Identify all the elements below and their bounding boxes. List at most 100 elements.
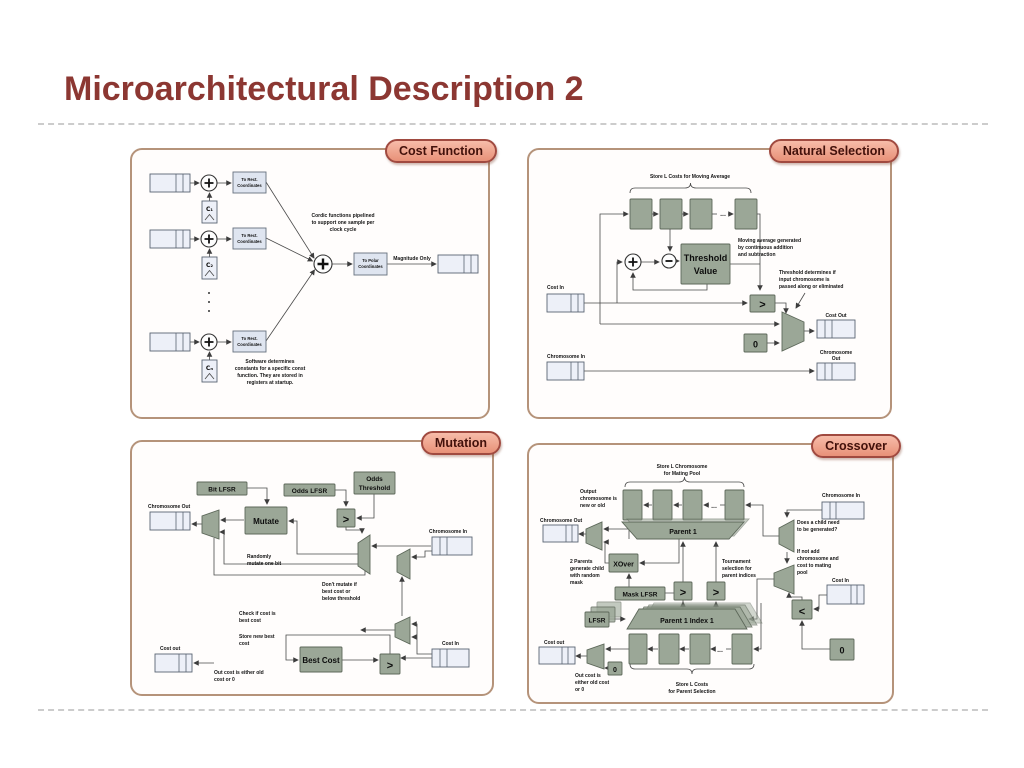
crossover-diagram: Store L Chromosome for Mating Pool	[538, 464, 865, 695]
crossover-badge: Crossover	[811, 434, 901, 458]
magnitude-only-label: Magnitude Only	[393, 256, 431, 262]
svg-text:selection for: selection for	[722, 566, 752, 572]
svg-text:generate child: generate child	[570, 566, 604, 572]
svg-text:To Rect.: To Rect.	[241, 233, 257, 238]
slide-title: Microarchitectural Description 2	[64, 70, 584, 108]
panel-natural-selection: Natural Selection Store L Costs for Movi…	[527, 139, 899, 419]
brace-top	[629, 182, 752, 194]
svg-text:Coordinates: Coordinates	[237, 183, 262, 188]
panel-mutation: Mutation Bit LFSR	[130, 431, 501, 696]
cost-out-label: Cost Out	[825, 313, 846, 319]
chromosome-out-label: Chromosome Out	[820, 350, 852, 362]
store-costs-label: Store L Costs for Parent Selection	[668, 682, 715, 695]
cost-out-mux	[586, 643, 605, 670]
svg-text:Store L Chromosome: Store L Chromosome	[657, 464, 708, 470]
svg-text:Mutate: Mutate	[253, 517, 279, 526]
note-out-cost: Out cost is either old cost or 0	[214, 670, 264, 683]
note-randomly-mutate: Randomly mutate one bit	[247, 554, 282, 567]
svg-text:Threshold: Threshold	[684, 253, 728, 263]
chromosome-out-label: Chromosome Out	[148, 504, 191, 510]
svg-text:function. They are stored in: function. They are stored in	[237, 373, 303, 379]
cost-out-label: Cost out	[544, 640, 565, 646]
svg-text:or 0: or 0	[575, 687, 584, 693]
brace-top	[624, 476, 745, 488]
svg-text:>: >	[713, 587, 719, 599]
panel-cost-function: Cost Function To Rect. Coordinates	[130, 139, 497, 419]
svg-text:>: >	[680, 587, 686, 599]
constant-register-cn: Cₙ	[201, 359, 218, 383]
svg-text:cost: cost	[239, 641, 250, 647]
register-cost-out	[816, 319, 856, 339]
to-rect-box-2: To Rect. Coordinates	[232, 227, 267, 250]
note-dont-mutate: Don't mutate if best cost or below thres…	[322, 582, 360, 602]
svg-text:Coordinates: Coordinates	[237, 342, 262, 347]
svg-text:by continuous addition: by continuous addition	[738, 245, 793, 251]
note-if-not-add: If not add chromosome and cost to mating…	[797, 549, 839, 576]
svg-text:clock cycle: clock cycle	[330, 227, 357, 233]
moving-average-blocks: ...	[629, 198, 758, 230]
mating-pool-mux	[778, 519, 795, 553]
svg-text:>: >	[387, 660, 393, 672]
svg-text:Mask LFSR: Mask LFSR	[622, 592, 657, 599]
svg-text:<: <	[799, 606, 805, 618]
parent1-selector: Parent 1	[621, 518, 750, 540]
svg-text:Out cost is either old: Out cost is either old	[214, 670, 264, 676]
zero-box-right: 0	[829, 638, 855, 661]
threshold-value-box: Threshold Value	[680, 243, 731, 285]
comparator-gt-odds: >	[336, 508, 356, 528]
svg-text:Bit LFSR: Bit LFSR	[208, 487, 236, 494]
svg-text:Moving average generated: Moving average generated	[738, 238, 801, 244]
svg-text:input chromosome is: input chromosome is	[779, 277, 830, 283]
register-cost-out	[154, 653, 193, 673]
comparator-gt-1: >	[673, 581, 693, 601]
svg-text:and subtraction: and subtraction	[738, 252, 776, 258]
svg-text:passed along or eliminated: passed along or eliminated	[779, 284, 843, 290]
svg-text:C₁: C₁	[206, 206, 213, 213]
chromosome-in-label: Chromosome In	[429, 529, 467, 535]
svg-text:Software determines: Software determines	[245, 359, 294, 365]
svg-text:Does a child need: Does a child need	[797, 520, 840, 526]
register-input-2	[149, 229, 191, 249]
natural-selection-diagram: Store L Costs for Moving Average ...	[546, 174, 856, 381]
to-rect-box-n: To Rect. Coordinates	[232, 330, 267, 353]
svg-text:Check if cost is: Check if cost is	[239, 611, 276, 617]
note-cordic-pipelined: Cordic functions pipelined to support on…	[311, 213, 374, 233]
adder-2	[200, 230, 218, 248]
mask-lfsr-box: Mask LFSR	[614, 586, 666, 601]
svg-text:either old cost: either old cost	[575, 680, 610, 686]
svg-text:>: >	[343, 514, 349, 526]
bottom-divider	[38, 709, 988, 711]
register-cost-in	[826, 584, 865, 605]
svg-text:0: 0	[613, 667, 617, 674]
svg-text:0: 0	[753, 340, 758, 350]
parent1-index-stack: Parent 1 Index 1	[626, 602, 763, 630]
output-mux	[201, 509, 220, 540]
svg-text:Odds: Odds	[366, 476, 383, 483]
svg-text:Store new best: Store new best	[239, 634, 275, 640]
comparator-gt: >	[749, 294, 776, 313]
svg-text:Out cost is: Out cost is	[575, 673, 601, 679]
cost-in-label: Cost In	[547, 285, 564, 291]
mutation-diagram: Bit LFSR Odds LFSR Odds Threshold Mutate…	[148, 471, 473, 683]
register-cost-in	[431, 648, 470, 668]
mating-pool-blocks: ...	[622, 489, 745, 521]
cost-in-label: Cost In	[832, 578, 849, 584]
svg-text:constants for a specific const: constants for a specific const	[235, 366, 306, 372]
svg-text:Out: Out	[832, 356, 841, 362]
xover-box: XOver	[608, 553, 639, 573]
svg-text:new or old: new or old	[580, 503, 605, 509]
adder	[624, 253, 642, 271]
register-chromosome-in	[546, 361, 585, 381]
parent-cost-blocks: ...	[628, 633, 753, 665]
odds-lfsr-box: Odds LFSR	[283, 483, 336, 497]
note-out-cost: Out cost is either old cost or 0	[575, 673, 610, 693]
chromosome-select-mux	[396, 548, 411, 580]
svg-text:Tournament: Tournament	[722, 559, 751, 565]
svg-text:XOver: XOver	[613, 562, 634, 569]
best-cost-box: Best Cost	[299, 646, 343, 673]
comparator-gt-2: >	[706, 581, 726, 601]
register-input-1	[149, 173, 191, 193]
svg-text:To Rect.: To Rect.	[241, 336, 257, 341]
mutate-box: Mutate	[244, 506, 288, 535]
svg-text:mask: mask	[570, 580, 583, 586]
